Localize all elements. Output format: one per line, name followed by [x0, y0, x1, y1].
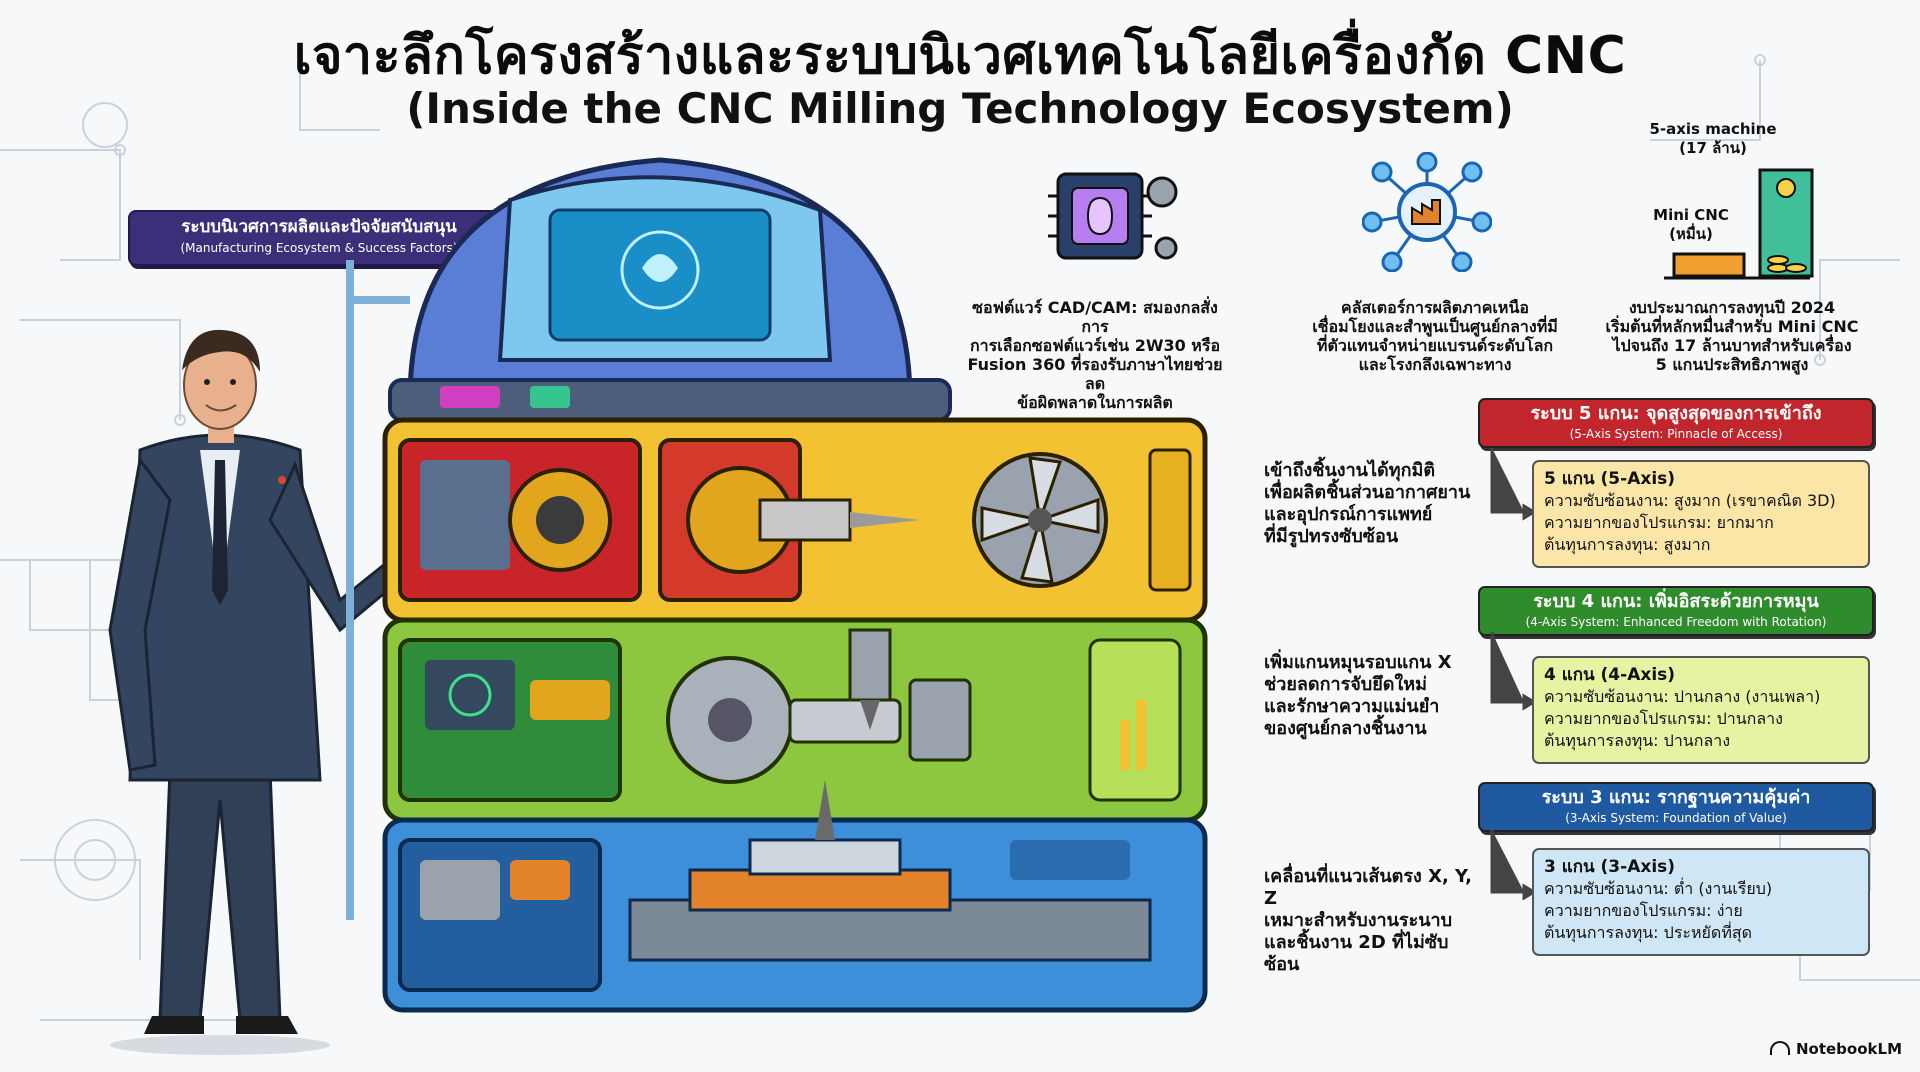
- page-title: เจาะลึกโครงสร้างและระบบนิเวศเทคโนโลยีเคร…: [293, 26, 1627, 86]
- five-axis-spec-programming: ความยากของโปรแกรม: ยากมาก: [1544, 513, 1774, 532]
- three-axis-spec-programming: ความยากของโปรแกรม: ง่าย: [1544, 901, 1743, 920]
- factor-budget-line3: ไปจนถึง 17 ล้านบาทสำหรับเครื่อง: [1612, 336, 1852, 355]
- factor-cad-cam-line4: ข้อผิดพลาดในการผลิต: [1017, 393, 1173, 412]
- five-axis-banner-thai: ระบบ 5 แกน: จุดสูงสุดของการเข้าถึง: [1530, 403, 1822, 424]
- four-axis-spec-title: 4 แกน (4-Axis): [1544, 665, 1676, 685]
- factor-cluster-line1: คลัสเตอร์การผลิตภาคเหนือ: [1341, 298, 1529, 317]
- three-axis-level: [382, 780, 1208, 1013]
- four-axis-desc-line4: ของศูนย์กลางชิ้นงาน: [1264, 718, 1427, 739]
- ecosystem-label: ระบบนิเวศการผลิตและปัจจัยสนับสนุน (Manuf…: [128, 210, 510, 266]
- budget-bar-label-5axis: 5-axis machine (17 ล้าน): [1648, 120, 1778, 158]
- presenter-figure: [108, 329, 390, 1055]
- budget-bar-label-5axis-line2: (17 ล้าน): [1679, 139, 1747, 157]
- four-axis-spec-card: 4 แกน (4-Axis) ความซับซ้อนงาน: ปานกลาง (…: [1532, 656, 1870, 764]
- four-axis-spec-programming: ความยากของโปรแกรม: ปานกลาง: [1544, 709, 1783, 728]
- factor-cluster: คลัสเตอร์การผลิตภาคเหนือ เชื่อมโยงและสำพ…: [1290, 298, 1580, 374]
- budget-bar-label-mini: Mini CNC (หมื่น): [1652, 206, 1730, 244]
- factor-cad-cam-line2: การเลือกซอฟต์แวร์เช่น 2W30 หรือ: [969, 336, 1221, 355]
- five-axis-spec-complexity: ความซับซ้อนงาน: สูงมาก (เรขาคณิต 3D): [1544, 491, 1836, 510]
- three-axis-spec-complexity: ความซับซ้อนงาน: ต่ำ (งานเรียบ): [1544, 879, 1773, 898]
- four-axis-description: เพิ่มแกนหมุนรอบแกน X ช่วยลดการจับยึดใหม่…: [1264, 652, 1474, 740]
- budget-bar-mini: [1672, 252, 1746, 278]
- five-axis-desc-line3: และอุปกรณ์การแพทย์: [1264, 504, 1433, 525]
- budget-bar-label-mini-line2: (หมื่น): [1669, 225, 1713, 243]
- factor-cad-cam: ซอฟต์แวร์ CAD/CAM: สมองกลสั่งการ การเลือ…: [960, 298, 1230, 412]
- five-axis-spec-title: 5 แกน (5-Axis): [1544, 469, 1676, 489]
- page-subtitle: (Inside the CNC Milling Technology Ecosy…: [406, 84, 1514, 133]
- four-axis-desc-line3: และรักษาความแม่นยำ: [1264, 696, 1440, 717]
- factor-cad-cam-line1: ซอฟต์แวร์ CAD/CAM: สมองกลสั่งการ: [972, 298, 1218, 336]
- factor-budget-line4: 5 แกนประสิทธิภาพสูง: [1655, 355, 1809, 374]
- four-axis-banner-thai: ระบบ 4 แกน: เพิ่มอิสระด้วยการหมุน: [1533, 591, 1819, 612]
- three-axis-banner-thai: ระบบ 3 แกน: รากฐานความคุ้มค่า: [1541, 787, 1811, 808]
- budget-bar-label-5axis-line1: 5-axis machine: [1649, 120, 1777, 138]
- cnc-machine-illustration: [346, 157, 1208, 1013]
- five-axis-banner: ระบบ 5 แกน: จุดสูงสุดของการเข้าถึง (5-Ax…: [1478, 398, 1874, 448]
- three-axis-spec-title: 3 แกน (3-Axis): [1544, 857, 1676, 877]
- notebooklm-watermark: NotebookLM: [1769, 1040, 1902, 1058]
- budget-bar-label-mini-line1: Mini CNC: [1653, 206, 1729, 224]
- five-axis-spec-cost: ต้นทุนการลงทุน: สูงมาก: [1544, 535, 1711, 554]
- factor-cluster-line4: และโรงกลึงเฉพาะทาง: [1358, 355, 1512, 374]
- factor-cad-cam-line3: Fusion 360 ที่รองรับภาษาไทยช่วยลด: [967, 355, 1223, 393]
- ecosystem-label-thai: ระบบนิเวศการผลิตและปัจจัยสนับสนุน: [181, 217, 457, 237]
- three-axis-spec-cost: ต้นทุนการลงทุน: ประหยัดที่สุด: [1544, 923, 1753, 942]
- five-axis-desc-line2: เพื่อผลิตชิ้นส่วนอากาศยาน: [1264, 482, 1471, 503]
- four-axis-desc-line1: เพิ่มแกนหมุนรอบแกน X: [1264, 652, 1452, 673]
- three-axis-spec-card: 3 แกน (3-Axis) ความซับซ้อนงาน: ต่ำ (งานเ…: [1532, 848, 1870, 956]
- four-axis-desc-line2: ช่วยลดการจับยึดใหม่: [1264, 674, 1427, 695]
- budget-bar-chart: [1664, 168, 1814, 280]
- five-axis-banner-english: (5-Axis System: Pinnacle of Access): [1569, 427, 1783, 441]
- five-axis-description: เข้าถึงชิ้นงานได้ทุกมิติ เพื่อผลิตชิ้นส่…: [1264, 460, 1474, 548]
- four-axis-banner: ระบบ 4 แกน: เพิ่มอิสระด้วยการหมุน (4-Axi…: [1478, 586, 1874, 636]
- five-axis-level: [382, 417, 1208, 623]
- factory-network-icon: [1362, 152, 1492, 272]
- factor-budget: งบประมาณการลงทุนปี 2024 เริ่มต้นที่หลักห…: [1592, 298, 1872, 374]
- control-dome: [388, 157, 952, 422]
- notebooklm-logo-icon: [1769, 1041, 1790, 1055]
- three-axis-desc-line3: และชิ้นงาน 2D ที่ไม่ซับซ้อน: [1264, 932, 1449, 975]
- factor-budget-line1: งบประมาณการลงทุนปี 2024: [1628, 298, 1836, 317]
- ecosystem-label-english: (Manufacturing Ecosystem & Success Facto…: [180, 241, 458, 255]
- four-axis-spec-cost: ต้นทุนการลงทุน: ปานกลาง: [1544, 731, 1731, 750]
- four-axis-spec-complexity: ความซับซ้อนงาน: ปานกลาง (งานเพลา): [1544, 687, 1821, 706]
- watermark-text: NotebookLM: [1795, 1040, 1902, 1058]
- factor-cluster-line2: เชื่อมโยงและสำพูนเป็นศูนย์กลางที่มี: [1312, 317, 1558, 336]
- level-connector-arrows: [1490, 448, 1537, 900]
- three-axis-banner: ระบบ 3 แกน: รากฐานความคุ้มค่า (3-Axis Sy…: [1478, 782, 1874, 832]
- three-axis-desc-line1: เคลื่อนที่แนวเส้นตรง X, Y, Z: [1264, 866, 1472, 909]
- four-axis-level: [382, 617, 1208, 823]
- brain-chip-icon: [1048, 172, 1178, 260]
- factor-budget-line2: เริ่มต้นที่หลักหมื่นสำหรับ Mini CNC: [1605, 317, 1859, 336]
- four-axis-banner-english: (4-Axis System: Enhanced Freedom with Ro…: [1525, 615, 1827, 629]
- three-axis-banner-english: (3-Axis System: Foundation of Value): [1565, 811, 1787, 825]
- three-axis-desc-line2: เหมาะสำหรับงานระนาบ: [1264, 910, 1453, 931]
- five-axis-desc-line1: เข้าถึงชิ้นงานได้ทุกมิติ: [1264, 460, 1436, 481]
- five-axis-desc-line4: ที่มีรูปทรงซับซ้อน: [1264, 526, 1399, 547]
- three-axis-description: เคลื่อนที่แนวเส้นตรง X, Y, Z เหมาะสำหรับ…: [1264, 866, 1474, 976]
- five-axis-spec-card: 5 แกน (5-Axis) ความซับซ้อนงาน: สูงมาก (เ…: [1532, 460, 1870, 568]
- factor-cluster-line3: ที่ตัวแทนจำหน่ายแบรนด์ระดับโลก: [1316, 336, 1554, 355]
